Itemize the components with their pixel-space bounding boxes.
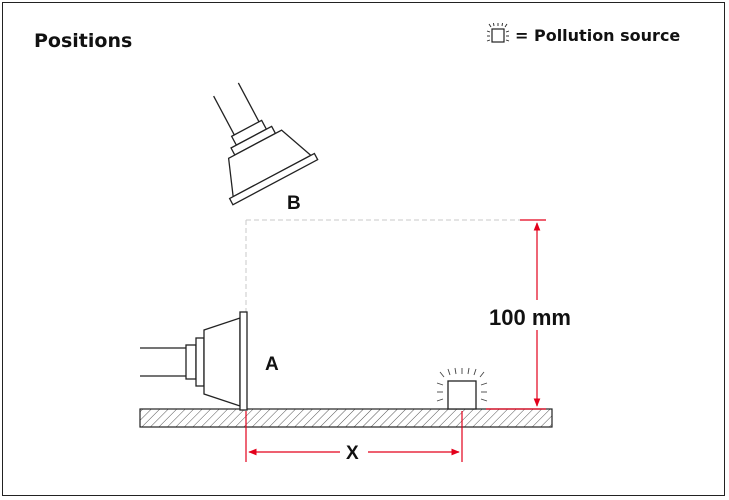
- position-a-label: A: [265, 354, 279, 375]
- base-plate: [139, 408, 553, 428]
- distance-label: X: [346, 443, 359, 464]
- legend: = Pollution source: [483, 23, 680, 47]
- pollution-source: [436, 367, 488, 410]
- pollution-source-icon: [486, 23, 510, 43]
- nozzle-a: [140, 311, 248, 411]
- nozzle-b: [213, 82, 319, 206]
- position-b-label: B: [287, 193, 301, 214]
- legend-label: = Pollution source: [515, 25, 681, 45]
- guide-lines: [245, 219, 530, 312]
- figure-title: Positions: [34, 30, 133, 52]
- height-label: 100 mm: [489, 305, 571, 330]
